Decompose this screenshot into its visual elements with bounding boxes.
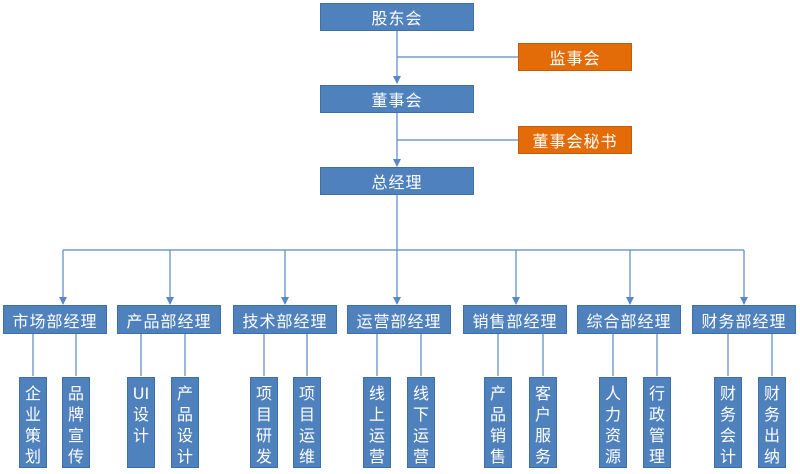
node-subunit: 企业策划 bbox=[19, 377, 47, 468]
node-subunit: 线上运营 bbox=[363, 377, 391, 468]
node-dept-product: 产品部经理 bbox=[117, 305, 221, 334]
node-subunit: 项目运维 bbox=[293, 377, 321, 468]
node-general-manager: 总经理 bbox=[320, 167, 474, 195]
node-subunit: 产品设计 bbox=[171, 377, 199, 468]
node-dept-operations: 运营部经理 bbox=[347, 305, 451, 334]
node-subunit: 线下运营 bbox=[407, 377, 435, 468]
node-subunit: 财务出纳 bbox=[758, 377, 786, 468]
node-dept-finance: 财务部经理 bbox=[692, 305, 796, 334]
node-subunit: 客户服务 bbox=[529, 377, 557, 468]
node-shareholders: 股东会 bbox=[320, 3, 474, 31]
node-subunit: 行政管理 bbox=[643, 377, 671, 468]
node-subunit: 产品销售 bbox=[484, 377, 512, 468]
node-board: 董事会 bbox=[320, 85, 474, 113]
node-dept-technology: 技术部经理 bbox=[233, 305, 337, 334]
node-dept-marketing: 市场部经理 bbox=[3, 305, 107, 334]
node-subunit: 财务会计 bbox=[714, 377, 742, 468]
node-dept-sales: 销售部经理 bbox=[463, 305, 567, 334]
node-subunit: 人力资源 bbox=[599, 377, 627, 468]
node-subunit: 项目研发 bbox=[250, 377, 278, 468]
node-subunit: 品牌宣传 bbox=[62, 377, 90, 468]
node-dept-general-affairs: 综合部经理 bbox=[577, 305, 681, 334]
node-supervisors: 监事会 bbox=[518, 43, 632, 71]
node-board-secretary: 董事会秘书 bbox=[518, 126, 632, 154]
